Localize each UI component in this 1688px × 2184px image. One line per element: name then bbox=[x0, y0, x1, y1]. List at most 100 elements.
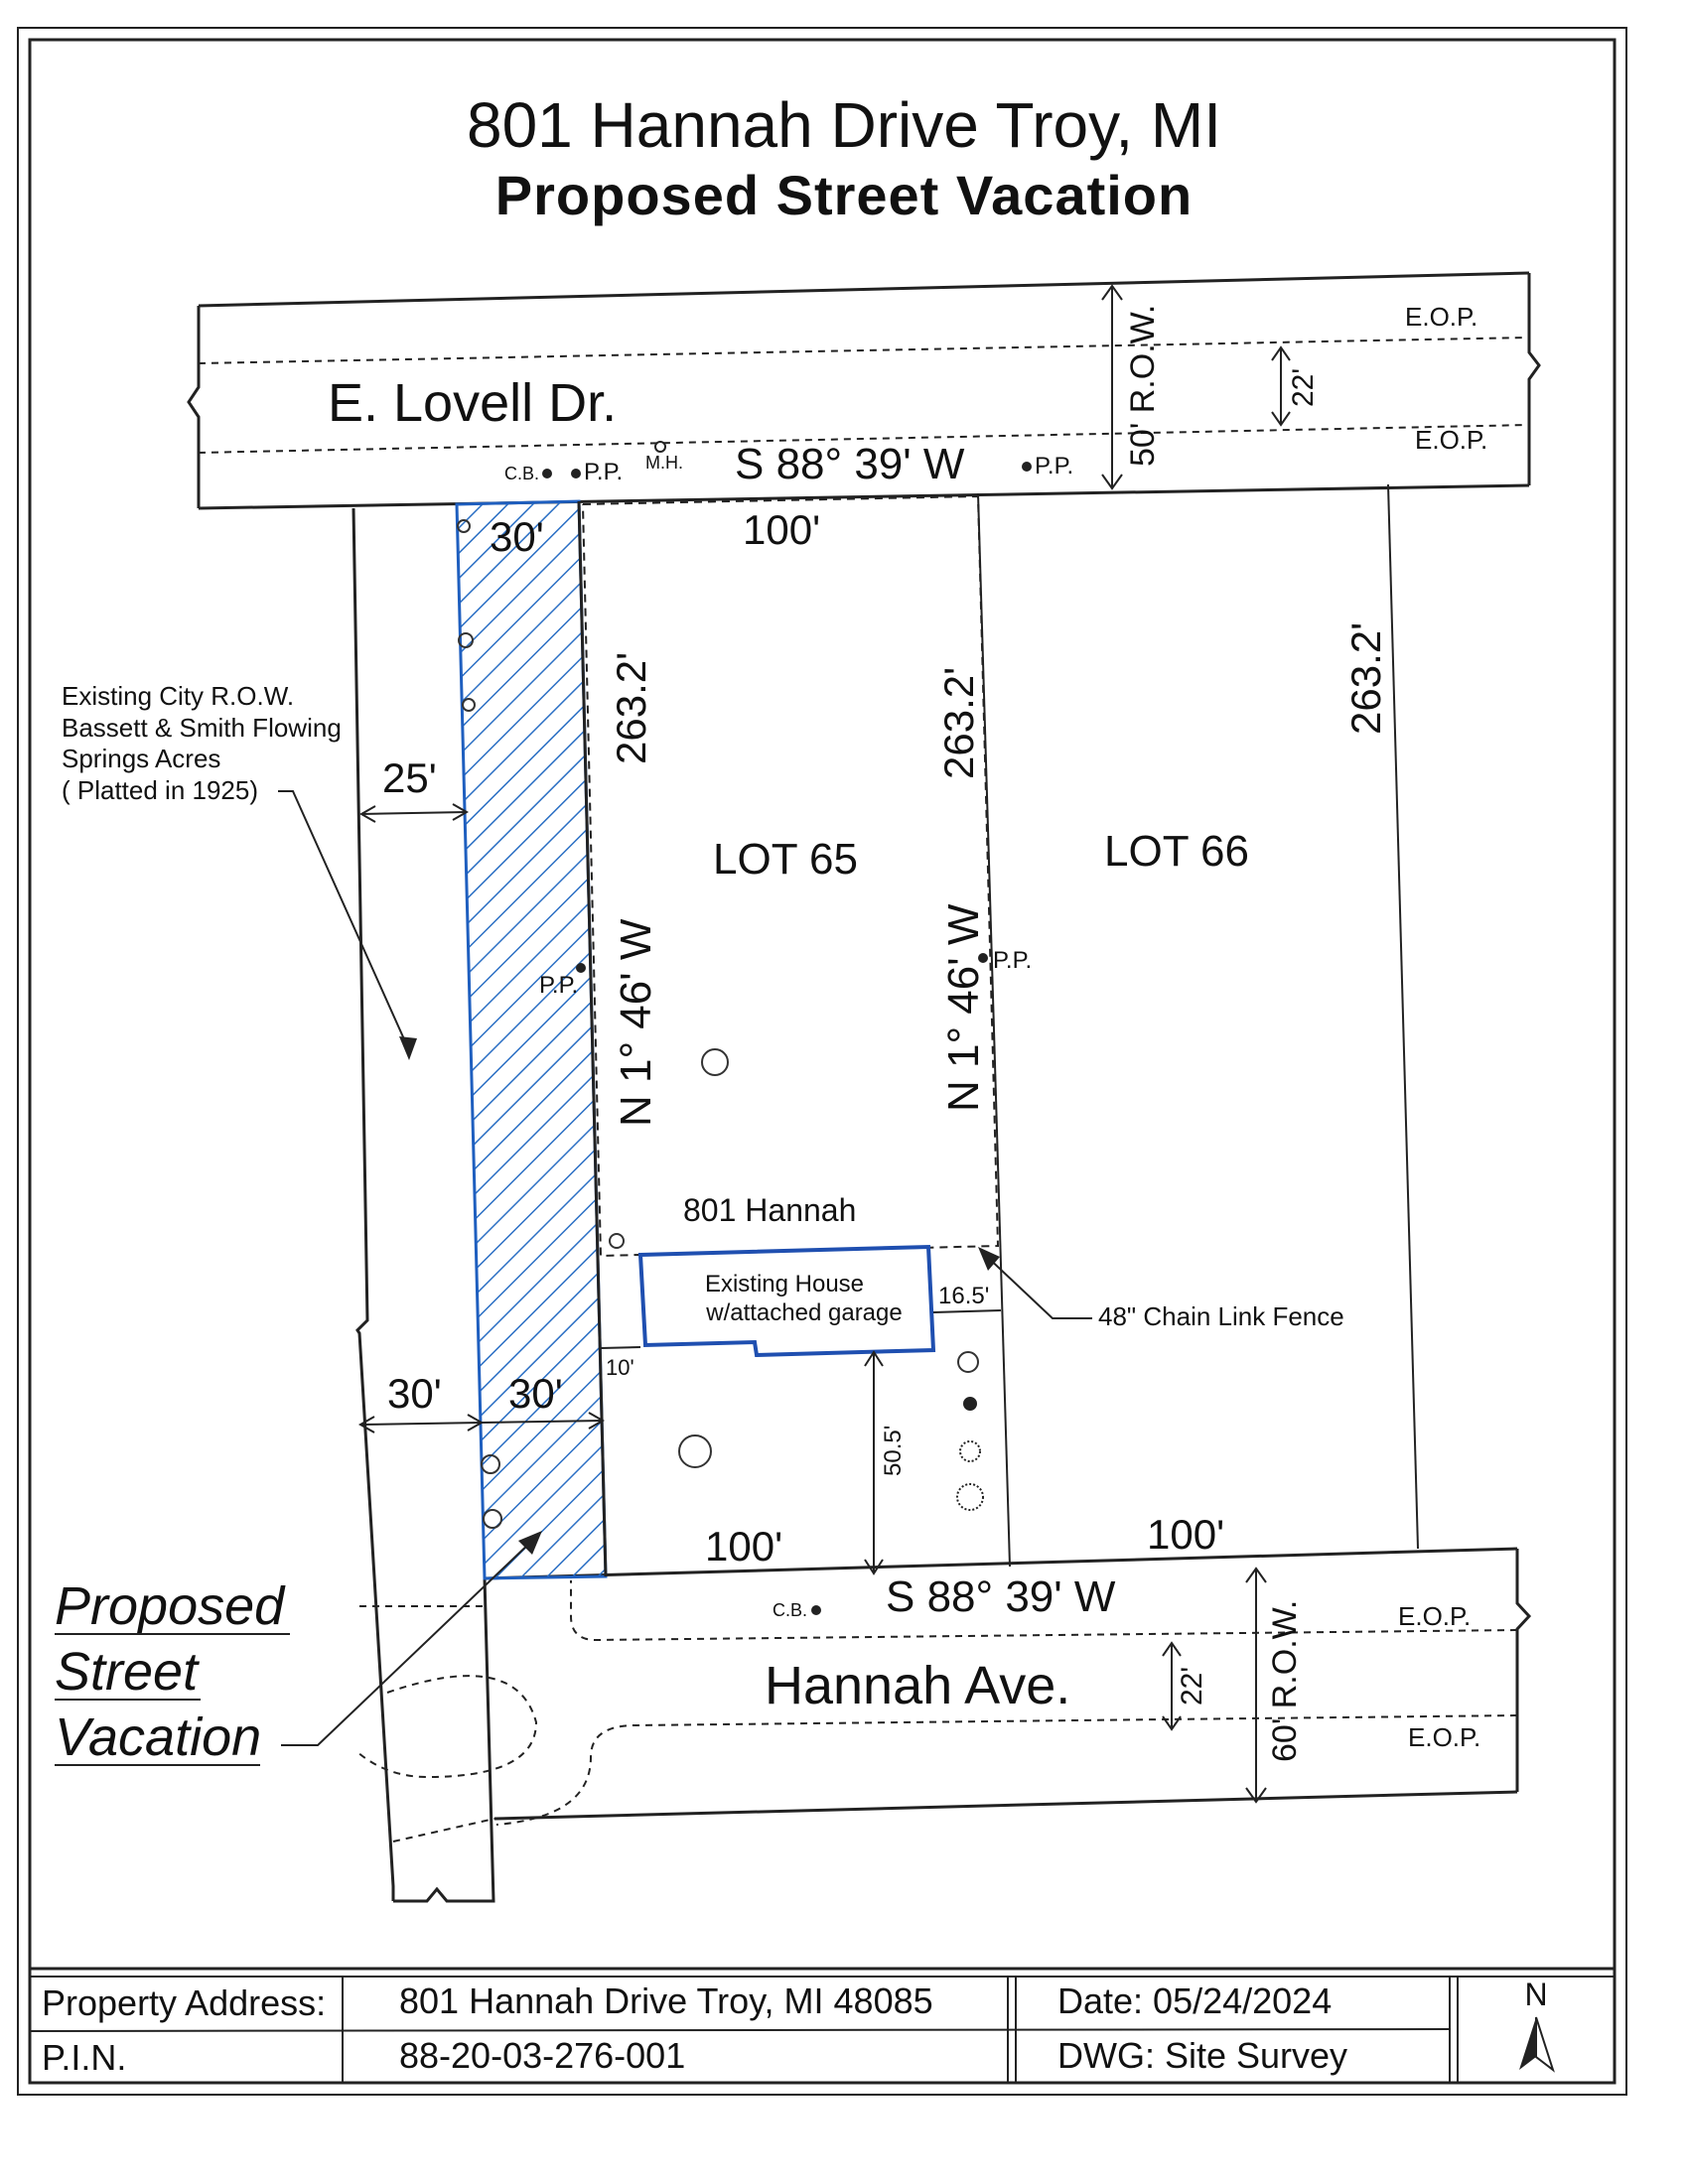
row-note-line1: Existing City R.O.W. bbox=[62, 681, 294, 711]
dim-row-25: 25' bbox=[382, 754, 437, 801]
tree-icon bbox=[481, 1454, 500, 1474]
chain-link-fence bbox=[582, 494, 1000, 1258]
shrub-icon bbox=[959, 1440, 981, 1462]
power-pole-icon bbox=[1022, 462, 1032, 472]
lovell-bearing: S 88° 39' W bbox=[735, 440, 965, 488]
lot65-label: LOT 65 bbox=[713, 835, 858, 884]
dim-vacation-30: 30' bbox=[508, 1370, 563, 1417]
lovell-eop-top: E.O.P. bbox=[1405, 302, 1477, 332]
tree-icon bbox=[678, 1434, 712, 1468]
pp-label-east: P.P. bbox=[993, 947, 1032, 974]
vacation-label-line1: Proposed bbox=[55, 1576, 286, 1636]
house-label-line2: w/attached garage bbox=[705, 1299, 902, 1326]
existing-row-strip bbox=[352, 507, 495, 1903]
pp-label-west: P.P. bbox=[539, 972, 578, 999]
row-note-leader bbox=[278, 790, 410, 1051]
tree-icon bbox=[462, 698, 476, 712]
hannah-width-label: 22' bbox=[1176, 1667, 1208, 1706]
lot65-west-line bbox=[577, 500, 608, 1577]
hannah-street-name: Hannah Ave. bbox=[765, 1656, 1070, 1715]
manhole-icon bbox=[654, 441, 666, 453]
arrowhead bbox=[518, 1531, 542, 1555]
pin-field-label: P.I.N. bbox=[42, 2037, 126, 2078]
hannah-eop-bottom: E.O.P. bbox=[1408, 1722, 1480, 1752]
arrowhead bbox=[978, 1247, 1000, 1271]
row-note-line4: ( Platted in 1925) bbox=[62, 775, 258, 805]
tree-icons bbox=[457, 519, 979, 1529]
lovell-cb-label: C.B. bbox=[504, 464, 539, 483]
date-field: Date: 05/24/2024 bbox=[1057, 1980, 1332, 2021]
shrub-icon bbox=[963, 1397, 977, 1411]
dim-vac-30-line bbox=[481, 1420, 604, 1424]
row-note-line3: Springs Acres bbox=[62, 744, 220, 773]
catch-basin-icon bbox=[542, 469, 552, 478]
lovell-mh-label: M.H. bbox=[645, 453, 683, 473]
arrowhead bbox=[399, 1036, 417, 1060]
hannah-cb-label: C.B. bbox=[773, 1600, 807, 1620]
dim-top-vacation: 30' bbox=[490, 513, 544, 560]
lovell-pp-label: P.P. bbox=[584, 459, 623, 485]
address-field-label: Property Address: bbox=[42, 1982, 326, 2023]
dim-lot65-west-depth: 263.2' bbox=[608, 652, 654, 764]
vacation-label-line3: Vacation bbox=[55, 1707, 261, 1767]
hannah-row-label: 60' R.O.W. bbox=[1266, 1600, 1304, 1762]
arrowhead bbox=[864, 1350, 884, 1367]
arrowhead bbox=[864, 1559, 884, 1575]
dim-setback-east: 16.5' bbox=[938, 1283, 989, 1309]
tree-icon bbox=[609, 1233, 625, 1249]
dim-row-30: 30' bbox=[387, 1370, 442, 1417]
dim-lot66-depth: 263.2' bbox=[1342, 622, 1389, 735]
fence-label: 48" Chain Link Fence bbox=[1098, 1301, 1344, 1331]
address-field-value: 801 Hannah Drive Troy, MI 48085 bbox=[399, 1980, 933, 2021]
dim-30-line bbox=[359, 1422, 483, 1426]
vacation-label-line2: Street bbox=[55, 1642, 200, 1702]
page-subtitle: Proposed Street Vacation bbox=[495, 164, 1193, 226]
dwg-field: DWG: Site Survey bbox=[1057, 2035, 1347, 2076]
tree-icon bbox=[457, 519, 471, 533]
outer-border bbox=[17, 27, 1627, 2096]
bearing-west-line: N 1° 46' W bbox=[612, 918, 660, 1127]
arrowhead bbox=[357, 1416, 375, 1433]
dim-16-line bbox=[932, 1309, 1002, 1313]
lovell-street-name: E. Lovell Dr. bbox=[328, 373, 617, 433]
house-label-line1: Existing House bbox=[705, 1271, 864, 1297]
hannah-bearing: S 88° 39' W bbox=[886, 1572, 1116, 1621]
lovell-eop-bottom: E.O.P. bbox=[1415, 425, 1487, 455]
lot66-label: LOT 66 bbox=[1104, 827, 1249, 876]
vacation-leader bbox=[281, 1538, 535, 1746]
lovell-width-label: 22' bbox=[1287, 368, 1320, 407]
arrowhead bbox=[588, 1412, 606, 1430]
power-pole-icon bbox=[571, 469, 581, 478]
tree-icon bbox=[701, 1048, 729, 1076]
dim-lot65-east-depth: 263.2' bbox=[935, 667, 982, 779]
power-pole-icon bbox=[978, 953, 988, 963]
existing-house bbox=[637, 1244, 936, 1358]
dim-lot66-rear: 100' bbox=[1147, 1511, 1224, 1558]
lovell-road bbox=[187, 271, 1541, 510]
tree-icon bbox=[483, 1509, 502, 1529]
dim-setback-front: 50.5' bbox=[880, 1426, 907, 1476]
hannah-eop-top: E.O.P. bbox=[1398, 1601, 1471, 1631]
north-arrow-icon bbox=[1519, 2016, 1555, 2073]
title-block bbox=[29, 1967, 1615, 2083]
shrub-icons bbox=[956, 1397, 984, 1511]
dim-lot65-front: 100' bbox=[743, 506, 820, 553]
inner-border bbox=[28, 38, 1617, 2085]
tree-icon bbox=[458, 632, 474, 648]
lovell-row-label: 50' R.O.W. bbox=[1124, 305, 1162, 467]
dim-25-line bbox=[360, 811, 468, 815]
north-label: N bbox=[1524, 1977, 1547, 2012]
arrowhead bbox=[452, 803, 470, 821]
address-label: 801 Hannah bbox=[683, 1192, 856, 1228]
row-note-line2: Bassett & Smith Flowing bbox=[62, 713, 342, 743]
power-pole-icon bbox=[576, 963, 586, 973]
arrowhead bbox=[358, 805, 376, 823]
fence-leader bbox=[982, 1252, 1092, 1319]
pin-field-value: 88-20-03-276-001 bbox=[399, 2035, 685, 2076]
dim-10-line bbox=[600, 1346, 641, 1349]
bearing-east-line: N 1° 46' W bbox=[939, 903, 988, 1112]
shrub-icon bbox=[956, 1483, 984, 1511]
lot66-east-line bbox=[1387, 483, 1419, 1550]
catch-basin-icon bbox=[811, 1605, 821, 1615]
